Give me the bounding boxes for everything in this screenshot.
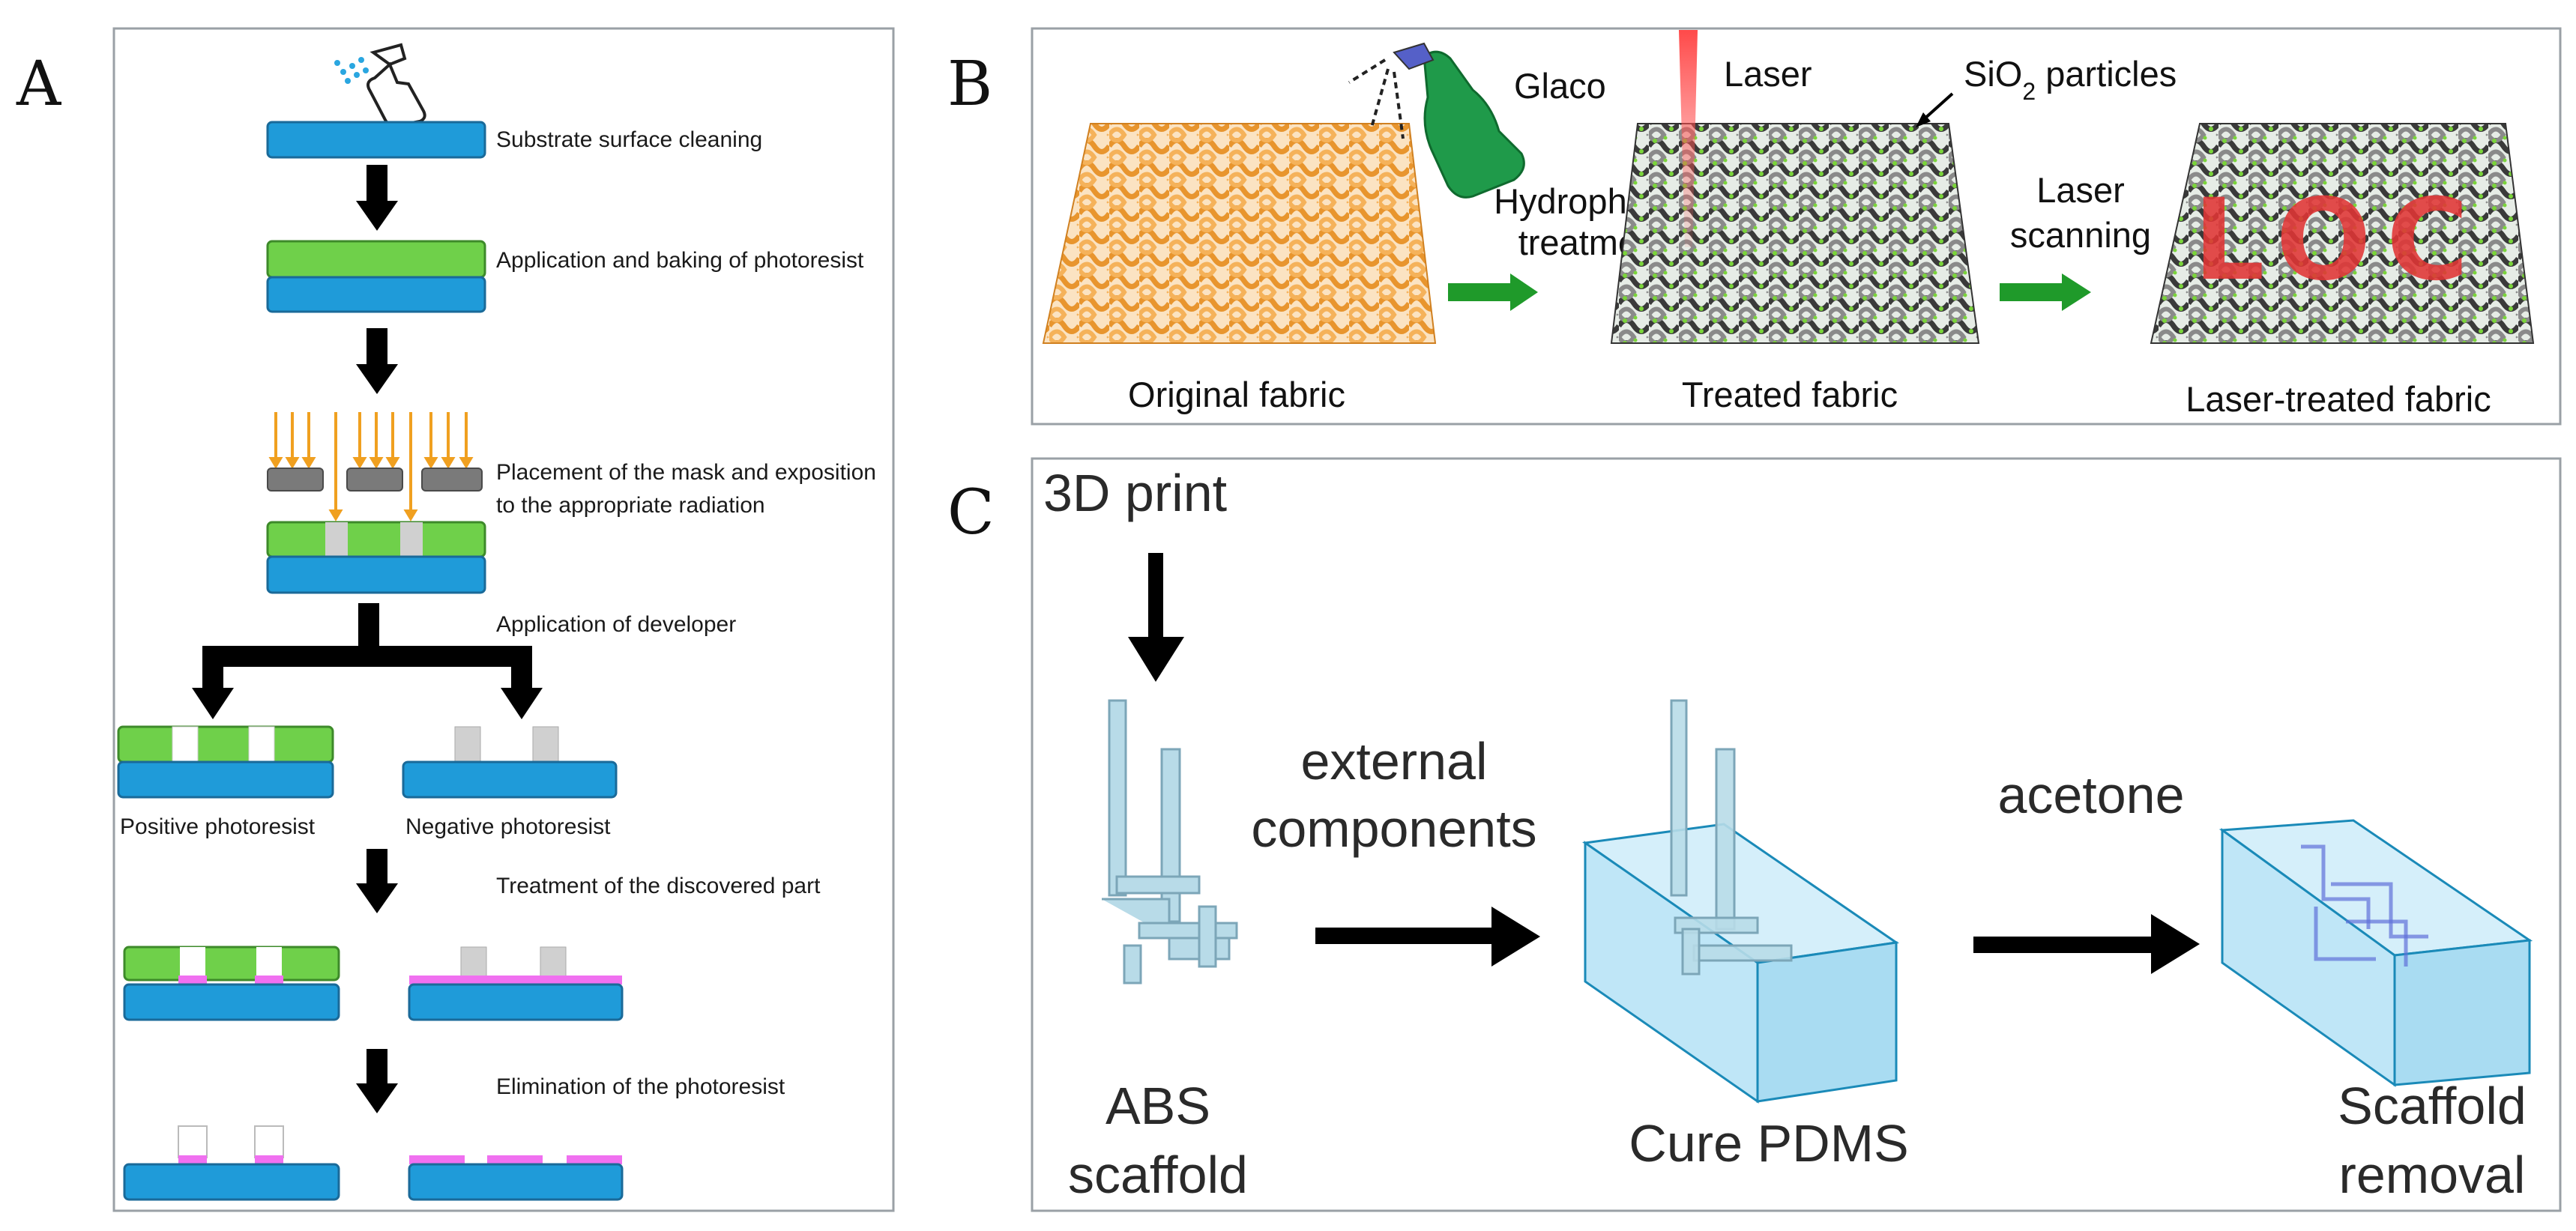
developed-opening	[172, 726, 199, 763]
original-fabric-label: Original fabric	[1128, 375, 1345, 414]
abs-label-2: scaffold	[1068, 1146, 1248, 1204]
abs-label-1: ABS	[1105, 1077, 1210, 1135]
down-arrow	[356, 328, 398, 394]
substrate	[408, 983, 624, 1021]
scaffold-removal-label-2: removal	[2339, 1146, 2526, 1204]
substrate	[408, 1163, 624, 1201]
etched-region	[255, 976, 283, 985]
down-arrow	[356, 849, 398, 913]
etched-region	[178, 976, 207, 985]
exposed-region	[400, 522, 423, 557]
laser-treated-fabric-label: Laser-treated fabric	[2186, 379, 2491, 419]
down-arrow	[356, 165, 398, 231]
laser-scanning-label-2: scanning	[2010, 215, 2151, 255]
hollow-channels	[2301, 844, 2428, 967]
right-arrow	[1973, 914, 2200, 974]
substrate	[266, 276, 486, 313]
treated-fabric-label: Treated fabric	[1682, 375, 1898, 414]
substrate	[402, 760, 618, 799]
photoresist-layer	[123, 946, 340, 982]
etched-region	[409, 976, 622, 985]
remaining-resist	[460, 946, 487, 981]
developed-opening	[248, 726, 275, 763]
green-arrow	[2000, 273, 2091, 311]
glaco-label: Glaco	[1514, 66, 1606, 106]
substrate	[123, 1163, 340, 1201]
laser-treated-fabric	[2150, 123, 2535, 344]
remaining-resist	[540, 946, 567, 981]
etched-region	[409, 1155, 465, 1164]
panel-a-letter: A	[16, 49, 62, 120]
step-treatment-label: Treatment of the discovered part	[496, 874, 821, 898]
step-elimination-label: Elimination of the photoresist	[496, 1074, 785, 1099]
acetone-label: acetone	[1997, 766, 2184, 824]
photoresist-layer	[117, 725, 334, 763]
step-cleaning-label: Substrate surface cleaning	[496, 127, 762, 152]
original-fabric	[1042, 123, 1437, 344]
scaffold-removal-label-1: Scaffold	[2338, 1077, 2527, 1135]
photoresist-layer	[266, 521, 486, 558]
removed-resist-outline	[254, 1125, 284, 1158]
green-arrow	[1448, 273, 1538, 311]
abs-scaffold	[1102, 699, 1238, 985]
developed-opening	[256, 947, 282, 980]
substrate	[266, 555, 486, 594]
external-label-1: external	[1300, 732, 1487, 790]
down-arrow	[356, 1049, 398, 1113]
substrate	[123, 983, 340, 1021]
pdms-block-channels	[2218, 819, 2533, 1087]
remaining-resist	[532, 726, 559, 763]
photoresist-layer	[266, 240, 486, 279]
loc-pattern: LOC	[2193, 175, 2484, 306]
right-arrow	[1315, 907, 1540, 967]
removed-resist-outline	[178, 1125, 208, 1158]
particles-label: SiO2 particles	[1964, 54, 2177, 105]
positive-label: Positive photoresist	[120, 814, 316, 839]
substrate	[117, 760, 334, 799]
etched-region	[487, 1155, 543, 1164]
treated-fabric	[1610, 123, 1980, 344]
print-label: 3D print	[1043, 464, 1227, 522]
panel-c-letter: C	[947, 477, 995, 548]
etched-region	[255, 1155, 283, 1164]
etched-region	[178, 1155, 207, 1164]
step-mask-label-2: to the appropriate radiation	[496, 493, 765, 518]
exposed-region	[325, 522, 348, 557]
panel-b-letter: B	[947, 49, 992, 120]
etched-region	[567, 1155, 622, 1164]
step-photoresist-label: Application and baking of photoresist	[496, 248, 864, 273]
photomask	[267, 468, 483, 492]
developed-opening	[180, 947, 205, 980]
laser-scanning-label-1: Laser	[2036, 170, 2125, 210]
cure-label: Cure PDMS	[1629, 1114, 1908, 1173]
negative-label: Negative photoresist	[405, 814, 611, 839]
step-developer-label: Application of developer	[496, 612, 736, 637]
external-label-2: components	[1251, 799, 1536, 858]
laser-beam-icon	[1679, 30, 1698, 247]
split-arrow	[192, 603, 543, 719]
spray-can-icon	[1348, 42, 1525, 199]
pointer-arrow	[1916, 92, 1954, 127]
embedded-scaffold	[1670, 699, 1793, 976]
spray-bottle-icon	[334, 43, 426, 128]
laser-label: Laser	[1724, 54, 1812, 94]
remaining-resist	[454, 726, 481, 763]
step-mask-label-1: Placement of the mask and exposition	[496, 460, 876, 485]
radiation-arrows	[268, 412, 474, 521]
substrate	[266, 121, 486, 159]
down-arrow	[1128, 553, 1184, 682]
